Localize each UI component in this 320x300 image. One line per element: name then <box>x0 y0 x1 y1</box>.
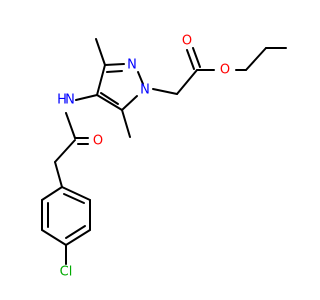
bond-camide-ch2 <box>54 139 76 163</box>
bond-n2-n1 <box>137 71 144 85</box>
bond-ch2-cester <box>176 69 198 95</box>
bond-ph6-ph1 <box>61 186 91 201</box>
bond-nh-camide <box>65 112 76 139</box>
atom-n1: N <box>140 83 150 98</box>
bond-n1-ch2 <box>152 88 178 95</box>
bond-ph4-ph5 <box>65 229 91 246</box>
bond-c3-n2-double <box>106 70 123 73</box>
bond-ch2-ch3 <box>245 47 267 71</box>
bond-ph3-ph4 <box>41 229 67 246</box>
atom-labels: N N O O H N O Cl <box>57 34 230 280</box>
bond-c5-c4-double <box>100 92 119 105</box>
bonds <box>41 38 287 265</box>
bond-c5-c4 <box>96 94 123 111</box>
bond-cester-o-double-b <box>192 47 201 68</box>
bond-n1-c5 <box>121 95 138 111</box>
molecule-structure: N N O O H N O Cl <box>41 34 287 280</box>
atom-o-ester-carbonyl: O <box>182 34 192 49</box>
atom-o-ester-ether: O <box>220 63 230 78</box>
bond-c4-nh <box>75 94 98 101</box>
atom-n-amide: N <box>65 93 75 108</box>
bond-c3-n2 <box>104 63 125 66</box>
molecule-canvas: N N O O H N O Cl <box>41 33 287 280</box>
bond-cester-o-double-a <box>186 49 195 70</box>
atom-cl: Cl <box>60 265 73 280</box>
atom-n2: N <box>127 58 137 73</box>
bond-ch2-phenyl <box>54 161 63 188</box>
bond-c4-c3 <box>96 64 106 96</box>
bond-c5-methyl <box>121 109 131 138</box>
bond-ph6-ph1-double <box>63 193 85 204</box>
atom-h-amide: H <box>57 93 67 108</box>
bond-c3-methyl <box>95 38 106 66</box>
atom-o-amide: O <box>93 134 103 149</box>
bond-ph4-ph5-double <box>65 225 86 239</box>
bond-ph1-ph2 <box>41 186 63 201</box>
